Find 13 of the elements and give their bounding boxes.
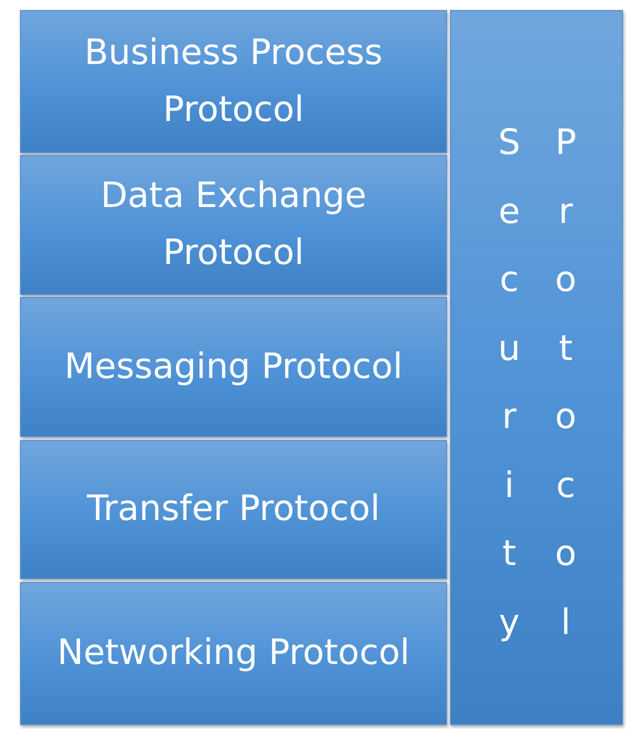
vertical-label: Protocol [554,122,578,644]
protocol-layer [20,297,447,437]
protocol-layer [20,155,447,295]
layer-label: Transfer Protocol [87,488,380,531]
vertical-label: Security [498,122,521,644]
layer-label: Business Process Protocol [83,32,384,132]
layer-label: Data Exchange Protocol [100,175,368,275]
protocol-column [450,10,623,725]
protocol-layer [20,10,447,153]
layer-label: Messaging Protocol [64,346,403,388]
layer-label: Networking Protocol [57,632,410,675]
protocol-layer [20,582,447,725]
protocol-layer [20,440,447,579]
